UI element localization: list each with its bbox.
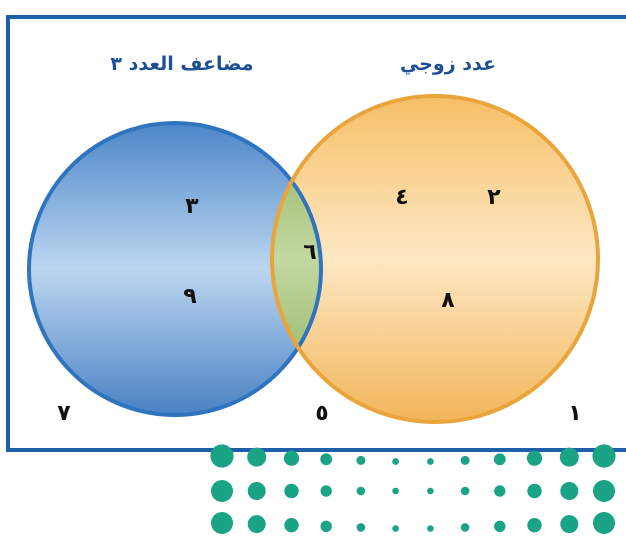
pattern-dot (320, 485, 332, 497)
pattern-dot (356, 523, 366, 532)
outside-number: ١ (568, 401, 581, 426)
pattern-dot (527, 518, 542, 533)
pattern-dot (284, 518, 299, 533)
pattern-dot (493, 453, 506, 466)
pattern-dot (211, 480, 233, 502)
pattern-dot (592, 444, 616, 468)
pattern-dot (320, 520, 332, 532)
dot-pattern (210, 444, 616, 534)
outside-number: ٥ (315, 401, 328, 426)
universe-border (6, 15, 626, 452)
pattern-dot (593, 480, 615, 502)
pattern-dot (526, 450, 543, 466)
pattern-dot (392, 487, 399, 495)
pattern-dot (283, 450, 300, 466)
intersection-number: ٦ (303, 240, 316, 265)
set-a-label: مضاعف العدد ٣ (110, 53, 253, 75)
pattern-dot (356, 486, 366, 496)
pattern-dot (427, 458, 434, 465)
set-a-circle (29, 123, 321, 415)
pattern-dot (210, 444, 234, 468)
pattern-dot (356, 455, 366, 465)
set-a-outline (27, 121, 323, 417)
pattern-dot (460, 486, 470, 496)
set-b-circle (272, 96, 598, 422)
pattern-dot (460, 523, 470, 532)
set-b-number: ٨ (441, 288, 455, 313)
set-a-number: ٩ (183, 284, 196, 309)
outside-number: ٧ (57, 401, 71, 426)
pattern-dot (392, 525, 399, 532)
pattern-dot (320, 453, 333, 466)
set-b-number: ٢ (487, 185, 501, 210)
pattern-dot (247, 515, 266, 534)
pattern-dot (494, 485, 506, 497)
pattern-dot (494, 520, 506, 532)
set-a-number: ٣ (185, 194, 199, 219)
pattern-dot (460, 455, 470, 465)
pattern-dot (593, 512, 615, 534)
pattern-dot (392, 458, 399, 465)
pattern-dot (284, 483, 299, 499)
pattern-dot (247, 447, 267, 467)
pattern-dot (527, 483, 542, 499)
pattern-dot (560, 515, 579, 534)
pattern-dot (427, 525, 434, 532)
pattern-dot (559, 447, 579, 467)
pattern-dot (247, 482, 266, 500)
pattern-dot (427, 487, 434, 495)
set-b-number: ٤ (395, 185, 408, 210)
set-b-label: عدد زوجي (400, 53, 496, 75)
pattern-dot (211, 512, 233, 534)
pattern-dot (560, 482, 579, 500)
set-b-outline (270, 94, 600, 424)
